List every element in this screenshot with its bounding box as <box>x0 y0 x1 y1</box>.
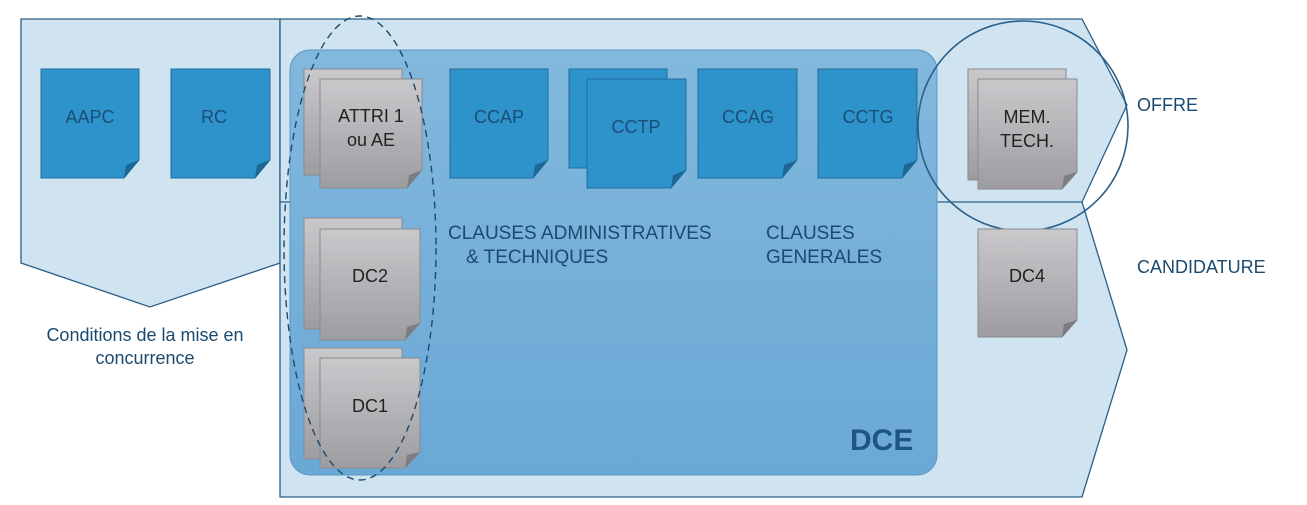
clauses-generales: CLAUSES GENERALES <box>766 222 882 270</box>
doc-memtech-label-1: MEM. <box>1004 107 1051 127</box>
dce-label: DCE <box>850 424 914 457</box>
doc-dc4: DC4 <box>977 228 1078 338</box>
clauses-generales-line-2: GENERALES <box>766 247 883 268</box>
doc-attri-label-1: ATTRI 1 <box>338 106 404 126</box>
offre-label: OFFRE <box>1137 95 1198 115</box>
doc-dc4-label: DC4 <box>1009 266 1045 286</box>
doc-dc1: DC1 <box>303 347 421 469</box>
candidate-docs-dashed-ellipse <box>283 15 437 481</box>
doc-attri-label-2: ou AE <box>347 130 395 150</box>
doc-ccag-label: CCAG <box>722 107 774 127</box>
doc-ccap: CCAP <box>449 68 549 179</box>
left-panel-caption-line-1: Conditions de la mise en <box>46 325 244 345</box>
doc-rc-label: RC <box>201 107 227 127</box>
doc-aapc: AAPC <box>40 68 140 179</box>
clauses-admin-line-1: CLAUSES ADMINISTRATIVES <box>448 223 712 244</box>
doc-dc1-label: DC1 <box>352 396 388 416</box>
doc-memtech: MEM. TECH. <box>967 68 1078 190</box>
doc-cctp: CCTP <box>568 68 687 189</box>
clauses-generales-line-1: CLAUSES <box>766 223 855 244</box>
clauses-admin-line-2: & TECHNIQUES <box>466 247 609 268</box>
doc-ccag: CCAG <box>697 68 798 179</box>
left-panel-caption: Conditions de la mise en concurrence <box>20 324 270 370</box>
clauses-admin: CLAUSES ADMINISTRATIVES & TECHNIQUES <box>448 222 712 270</box>
candidature-label: CANDIDATURE <box>1137 257 1266 277</box>
doc-memtech-label-2: TECH. <box>1000 131 1054 151</box>
doc-dc2-label: DC2 <box>352 266 388 286</box>
doc-cctp-label: CCTP <box>612 117 661 137</box>
doc-aapc-label: AAPC <box>65 107 114 127</box>
doc-ccap-label: CCAP <box>474 107 524 127</box>
doc-dc2: DC2 <box>303 217 421 341</box>
left-panel-caption-line-2: concurrence <box>95 348 195 368</box>
doc-cctg: CCTG <box>817 68 918 179</box>
doc-cctg-label: CCTG <box>843 107 894 127</box>
doc-attri: ATTRI 1 ou AE <box>303 68 423 189</box>
doc-rc: RC <box>170 68 271 179</box>
